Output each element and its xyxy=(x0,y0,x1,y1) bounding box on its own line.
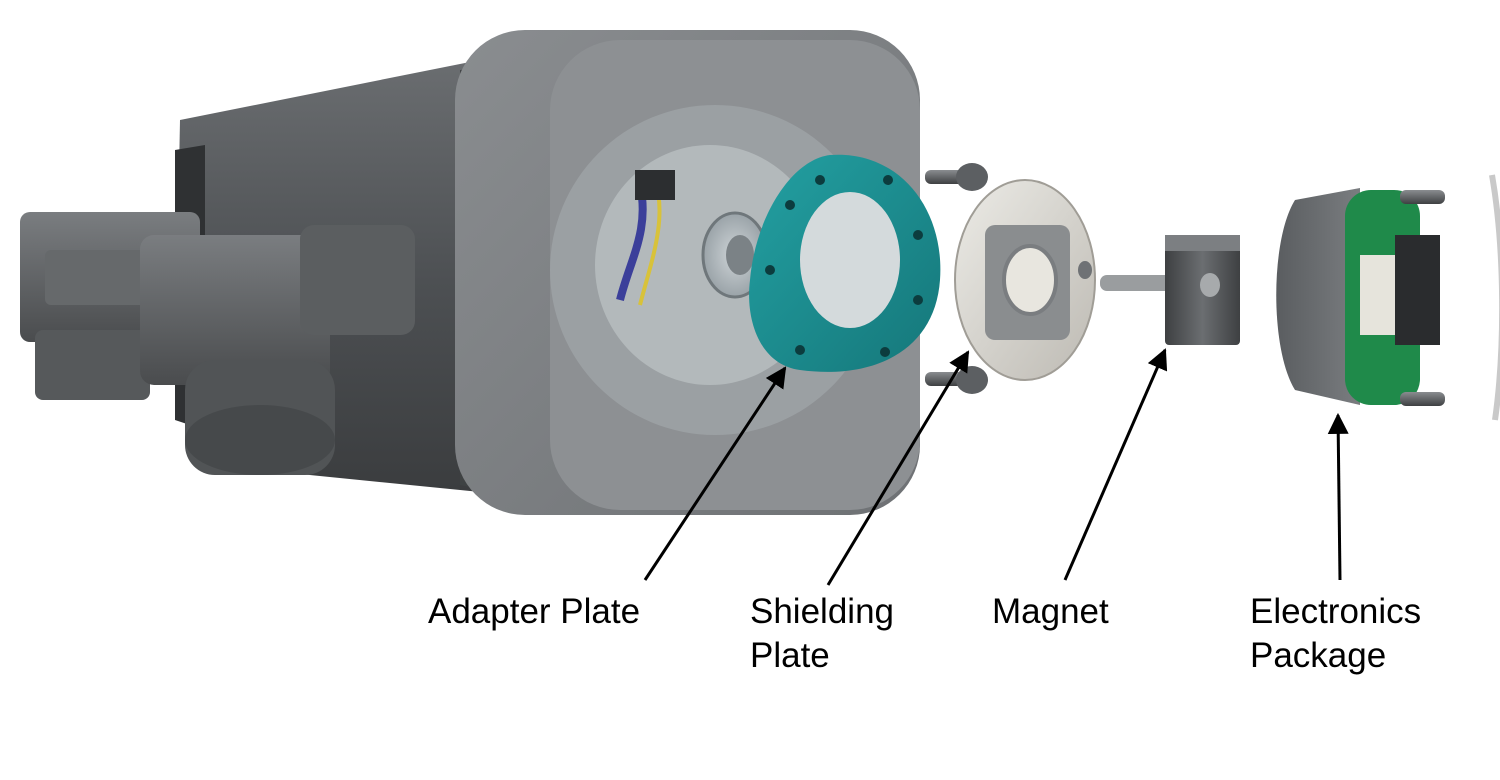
electronics-package xyxy=(1276,188,1445,406)
arrow-shielding-plate xyxy=(826,350,970,586)
cover-edge xyxy=(1489,174,1500,421)
label-magnet: Magnet xyxy=(992,590,1109,634)
label-adapter-plate-text: Adapter Plate xyxy=(428,592,641,631)
label-adapter-plate: Adapter Plate xyxy=(428,590,640,634)
label-electronics-package-line1: Electronics xyxy=(1250,592,1422,631)
label-magnet-text: Magnet xyxy=(992,592,1109,631)
shielding-plate xyxy=(954,179,1096,381)
mounting-bolt-bottom xyxy=(925,366,988,394)
label-shielding-plate-line1: Shielding xyxy=(750,592,894,631)
label-electronics-package-line2: Package xyxy=(1250,636,1387,675)
arrow-electronics-package xyxy=(1327,412,1349,581)
arrow-adapter-plate xyxy=(643,366,787,581)
magnet-shaft xyxy=(1100,235,1240,345)
wire-harness xyxy=(616,170,675,306)
label-shielding-plate-line2: Plate xyxy=(750,636,830,675)
mounting-bolt-top xyxy=(925,163,988,191)
label-electronics-package: Electronics Package xyxy=(1250,590,1421,678)
connector-right xyxy=(140,225,415,475)
adapter-plate xyxy=(749,154,941,372)
arrow-magnet xyxy=(1063,348,1168,581)
label-shielding-plate: Shielding Plate xyxy=(750,590,894,678)
